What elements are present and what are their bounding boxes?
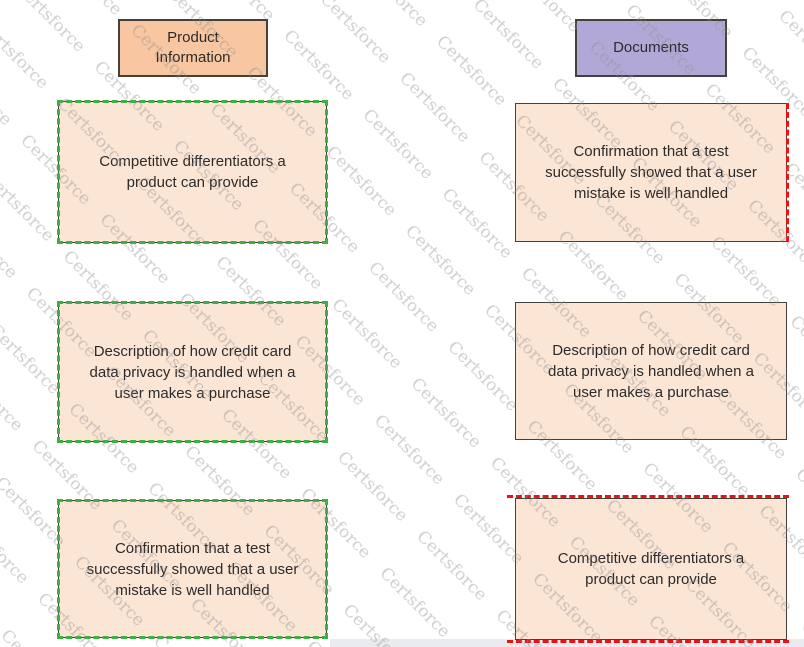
card-text: Description of how credit card data priv… bbox=[89, 342, 296, 402]
card-text: Confirmation that a test successfully sh… bbox=[86, 539, 299, 599]
card-left-credit-card-privacy[interactable]: Description of how credit card data priv… bbox=[57, 301, 328, 443]
column-header-documents: Documents bbox=[575, 19, 727, 77]
card-text: Confirmation that a test successfully sh… bbox=[545, 143, 757, 202]
card-left-test-confirmation[interactable]: Confirmation that a test successfully sh… bbox=[57, 499, 328, 639]
card-text: Competitive differentiators a product ca… bbox=[557, 550, 745, 588]
card-right-credit-card-privacy[interactable]: Description of how credit card data priv… bbox=[515, 302, 787, 440]
column-header-product-information: Product Information bbox=[118, 19, 268, 77]
card-text: Competitive differentiators a product ca… bbox=[99, 153, 286, 191]
page-edge-strip bbox=[330, 639, 804, 647]
card-left-competitive-differentiators[interactable]: Competitive differentiators a product ca… bbox=[57, 100, 328, 244]
column-header-label: Documents bbox=[613, 39, 689, 56]
card-text: Description of how credit card data priv… bbox=[548, 341, 754, 401]
card-right-test-confirmation[interactable]: Confirmation that a test successfully sh… bbox=[515, 103, 789, 242]
card-right-competitive-differentiators[interactable]: Competitive differentiators a product ca… bbox=[507, 495, 789, 643]
column-header-label: Product Information bbox=[155, 29, 231, 66]
